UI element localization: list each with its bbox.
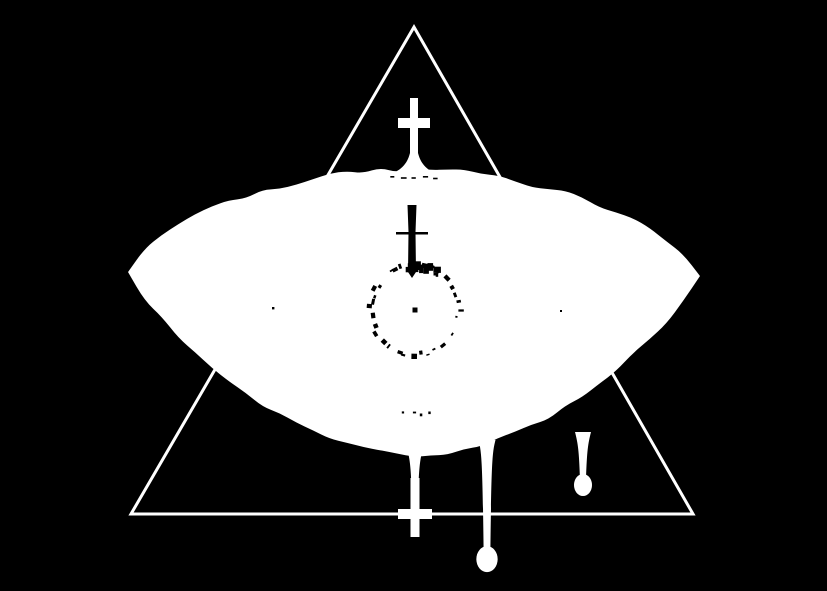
iris-thorn bbox=[439, 342, 447, 349]
iris-thorn bbox=[370, 284, 378, 292]
iris-thorn bbox=[371, 298, 376, 305]
pupil-dot bbox=[412, 307, 418, 313]
iris-thorn bbox=[391, 266, 399, 273]
lid-dash bbox=[400, 177, 407, 179]
iris-thorn bbox=[380, 338, 388, 346]
iris-thorn bbox=[433, 273, 438, 276]
dagger-shape bbox=[396, 205, 428, 278]
iris-thorn bbox=[370, 312, 376, 319]
drip-left bbox=[407, 448, 423, 500]
drip-center-bulb bbox=[476, 546, 498, 573]
eye-inner-details bbox=[272, 176, 562, 417]
iris-thorn bbox=[372, 330, 379, 338]
lid-dash bbox=[422, 176, 429, 178]
iris-thorn bbox=[366, 303, 373, 309]
lid-dash bbox=[411, 177, 416, 179]
iris-thorn bbox=[458, 309, 464, 312]
iris-thorn bbox=[415, 261, 421, 270]
iris-thorn bbox=[372, 323, 379, 329]
dagger-blade bbox=[396, 205, 428, 278]
tear-drips bbox=[407, 432, 593, 573]
drip-center bbox=[478, 440, 496, 552]
iris-thorn bbox=[411, 353, 418, 360]
iris-thorn bbox=[410, 266, 418, 272]
lower-cross bbox=[398, 478, 432, 537]
iris-thorn bbox=[418, 350, 423, 355]
field-dot bbox=[560, 310, 562, 312]
iris-thorn bbox=[456, 299, 462, 304]
lid-dash bbox=[390, 176, 395, 178]
field-dot bbox=[428, 411, 431, 415]
iris-thorn bbox=[432, 347, 436, 351]
upper-cross-shape bbox=[388, 98, 440, 175]
iris-thorn bbox=[419, 264, 424, 274]
upper-cross bbox=[388, 98, 440, 175]
iris-thorn bbox=[443, 274, 451, 282]
iris-thorn bbox=[450, 332, 454, 336]
iris-thorn bbox=[373, 294, 377, 299]
iris-thorn bbox=[412, 261, 417, 269]
iris-thorn bbox=[409, 262, 414, 269]
iris-thorn bbox=[455, 315, 458, 318]
ink-speckles bbox=[272, 176, 562, 417]
drip-right bbox=[575, 432, 591, 479]
field-dot bbox=[401, 411, 405, 414]
iris-thorn bbox=[386, 343, 391, 349]
iris-thorn bbox=[405, 266, 414, 273]
iris-thorn-ring bbox=[366, 261, 464, 360]
iris-thorn bbox=[397, 350, 404, 356]
iris-thorn bbox=[452, 292, 458, 298]
field-dot bbox=[419, 413, 423, 417]
iris-thorn bbox=[377, 284, 383, 289]
iris-thorn bbox=[433, 266, 441, 273]
lower-cross-shape bbox=[398, 478, 432, 537]
iris-thorn bbox=[427, 263, 434, 271]
iris-thorn bbox=[423, 267, 429, 274]
drip-right-bulb bbox=[573, 474, 593, 497]
iris-thorn bbox=[397, 263, 403, 270]
iris-thorn bbox=[426, 353, 430, 356]
field-dot bbox=[272, 307, 275, 310]
field-dot bbox=[412, 411, 417, 414]
lid-dash bbox=[433, 177, 438, 180]
iris-thorn bbox=[449, 284, 455, 291]
